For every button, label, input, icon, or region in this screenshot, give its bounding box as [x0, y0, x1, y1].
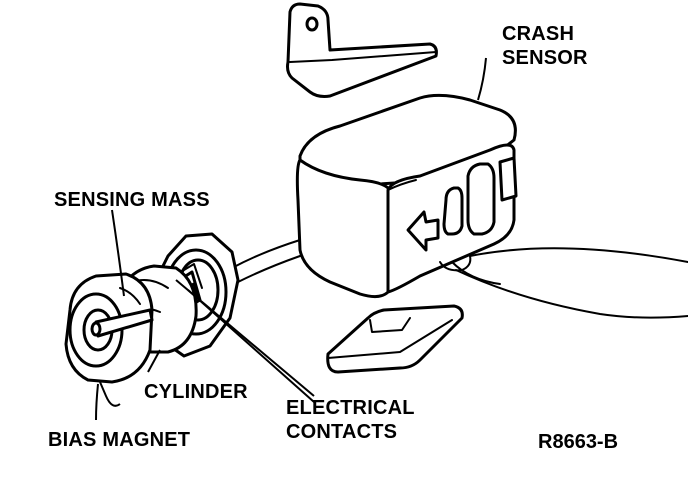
electrical-contacts-label-line1: ELECTRICAL — [286, 397, 415, 419]
electrical-contacts-label-line2: CONTACTS — [286, 421, 397, 443]
leader-lines — [95, 57, 487, 421]
sensing-mass-label: SENSING MASS — [54, 189, 210, 211]
figure-code: R8663-B — [538, 431, 618, 453]
lower-bracket — [326, 304, 464, 374]
wire-harness — [451, 247, 688, 319]
bias-magnet-label: BIAS MAGNET — [48, 429, 190, 451]
sensor-wires — [231, 239, 301, 283]
crash-sensor-label-line1: CRASH — [502, 23, 574, 45]
bias-magnet — [64, 272, 154, 384]
crash-sensor-label-line2: SENSOR — [502, 47, 588, 69]
cylinder-label: CYLINDER — [144, 381, 248, 403]
upper-bracket — [286, 2, 438, 98]
crash-sensor-housing — [295, 93, 518, 299]
